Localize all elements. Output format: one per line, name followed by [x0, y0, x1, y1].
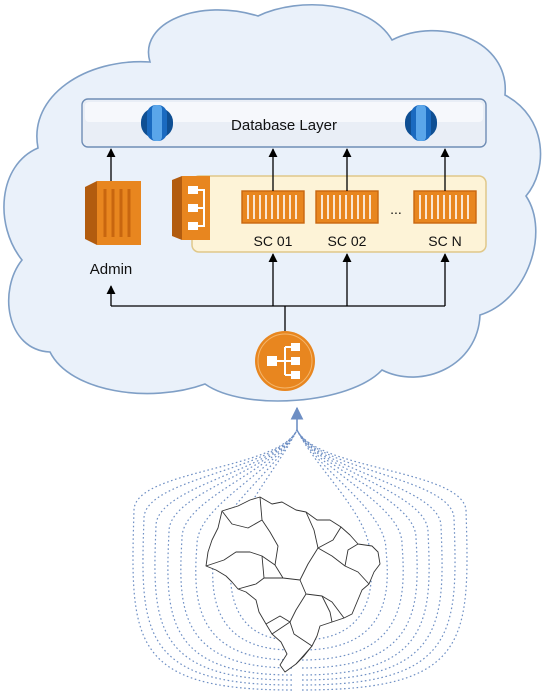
lb-connectors — [106, 253, 450, 332]
load-balancer-icon — [255, 331, 315, 391]
ecs-cluster-icon — [172, 176, 210, 240]
ellipsis-text: ... — [390, 201, 402, 217]
container-icon — [241, 190, 305, 224]
client-connection-line — [180, 429, 298, 669]
container-icon — [413, 190, 477, 224]
client-connection-line — [195, 429, 298, 661]
database-icon — [405, 105, 437, 141]
client-connection-line — [296, 429, 430, 676]
container-label: SC N — [428, 233, 461, 249]
client-connection-line — [142, 429, 298, 686]
client-connection-line — [296, 429, 372, 641]
client-connection-line — [296, 429, 443, 681]
brazil-map — [205, 496, 381, 673]
db-arrows — [106, 148, 450, 191]
container-icon — [315, 190, 379, 224]
client-connection-line — [212, 429, 298, 651]
database-icon — [141, 105, 173, 141]
ec2-instance-icon — [85, 181, 141, 245]
admin-label: Admin — [90, 261, 133, 278]
client-connections — [132, 429, 468, 691]
client-connection-line — [296, 429, 456, 686]
container-label: SC 01 — [254, 233, 293, 249]
client-connection-line — [154, 429, 298, 681]
container-label: SC 02 — [328, 233, 367, 249]
database-layer-label: Database Layer — [231, 117, 337, 134]
client-connection-line — [296, 429, 388, 651]
client-connection-line — [296, 429, 404, 661]
client-connection-line — [296, 429, 468, 691]
